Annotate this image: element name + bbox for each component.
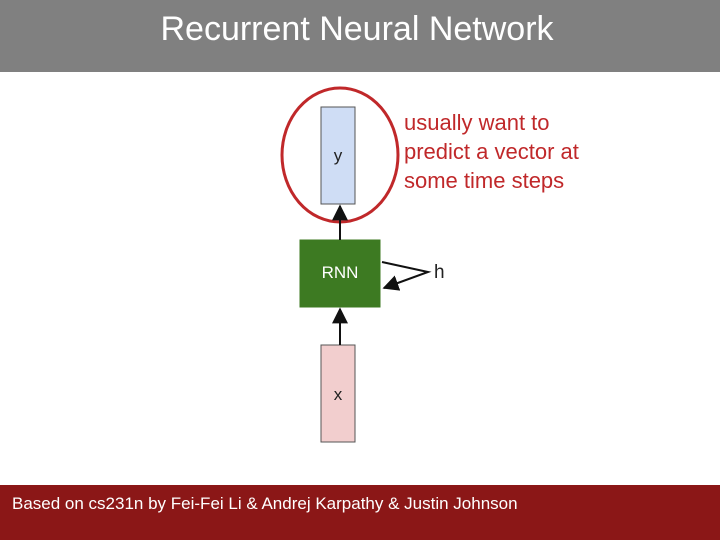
footer-bar: Based on cs231n by Fei-Fei Li & Andrej K… (0, 485, 720, 540)
input-node (320, 344, 356, 443)
title-bar: Recurrent Neural Network (0, 0, 720, 72)
slide-title: Recurrent Neural Network (160, 10, 554, 48)
output-node (320, 106, 356, 205)
recurrent-loop-arrow (381, 261, 432, 291)
rnn-diagram (280, 86, 432, 443)
rnn-node (299, 239, 381, 308)
input-node-label: x (333, 385, 343, 404)
annotation-text: usually want to predict a vector at some… (404, 110, 579, 193)
output-node-label: y (333, 146, 343, 165)
rnn-node-label: RNN (321, 263, 359, 282)
hidden-state-label: h (434, 262, 445, 283)
footer-credit: Based on cs231n by Fei-Fei Li & Andrej K… (12, 494, 518, 513)
